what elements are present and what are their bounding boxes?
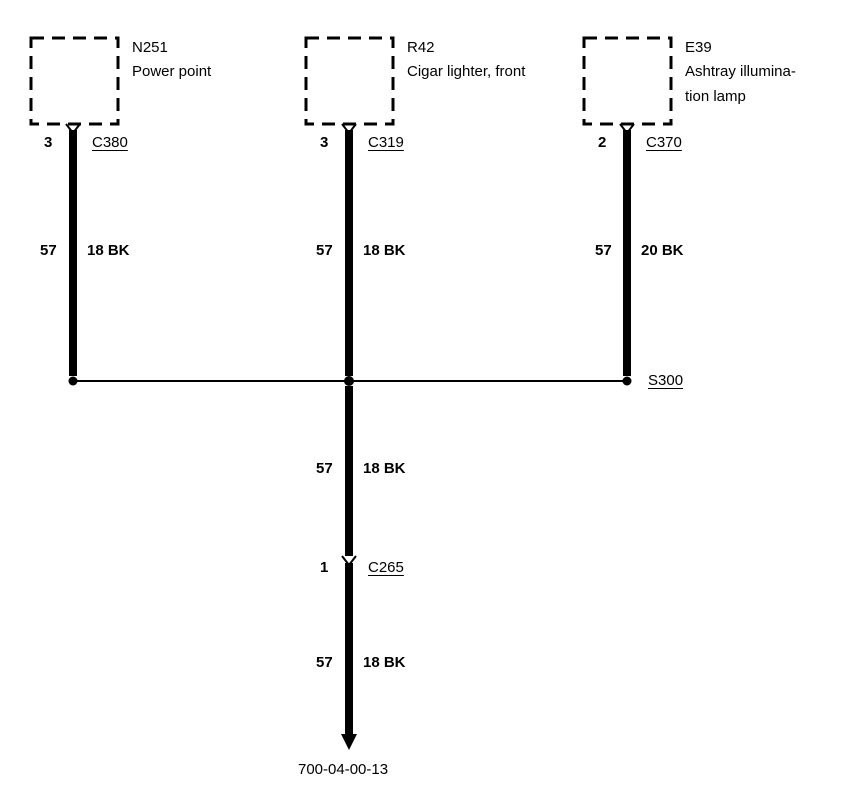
splice-dot-right (622, 376, 632, 386)
continuation-arrow (341, 734, 357, 750)
component-id-e39: E39 (685, 39, 712, 56)
splice-dot-left (68, 376, 78, 386)
figure-id: 700-04-00-13 (298, 761, 389, 778)
circuit-number-n251: 57 (40, 242, 57, 259)
splice-id[interactable]: S300 (648, 372, 684, 389)
wire-spec-n251: 18 BK (87, 242, 130, 259)
circuit-number-trunk-lower: 57 (316, 654, 333, 671)
component-id-n251: N251 (132, 39, 168, 56)
component-box-e39[interactable] (582, 36, 673, 126)
splice-dot-center (344, 376, 354, 386)
circuit-number-r42: 57 (316, 242, 333, 259)
circuit-number-e39: 57 (595, 242, 612, 259)
connector-id-c265[interactable]: C265 (368, 559, 404, 576)
wire-spec-trunk-lower: 18 BK (363, 654, 406, 671)
component-box-r42[interactable] (304, 36, 395, 126)
component-name-r42: Cigar lighter, front (407, 63, 526, 80)
pin-number-c380: 3 (44, 134, 53, 151)
circuit-number-trunk-upper: 57 (316, 460, 333, 477)
component-name-e39-line2: tion lamp (685, 88, 746, 105)
component-name-n251: Power point (132, 63, 212, 80)
component-id-r42: R42 (407, 39, 435, 56)
pin-number-c265: 1 (320, 559, 329, 576)
wire-spec-trunk-upper: 18 BK (363, 460, 406, 477)
wire-spec-r42: 18 BK (363, 242, 406, 259)
wire-spec-e39: 20 BK (641, 242, 684, 259)
pin-number-c319: 3 (320, 134, 329, 151)
connector-id-c319[interactable]: C319 (368, 134, 404, 151)
pin-number-c370: 2 (598, 134, 607, 151)
component-name-e39-line1: Ashtray illumina- (685, 63, 796, 80)
component-box-n251[interactable] (29, 36, 120, 126)
connector-id-c380[interactable]: C380 (92, 134, 128, 151)
connector-id-c370[interactable]: C370 (646, 134, 682, 151)
